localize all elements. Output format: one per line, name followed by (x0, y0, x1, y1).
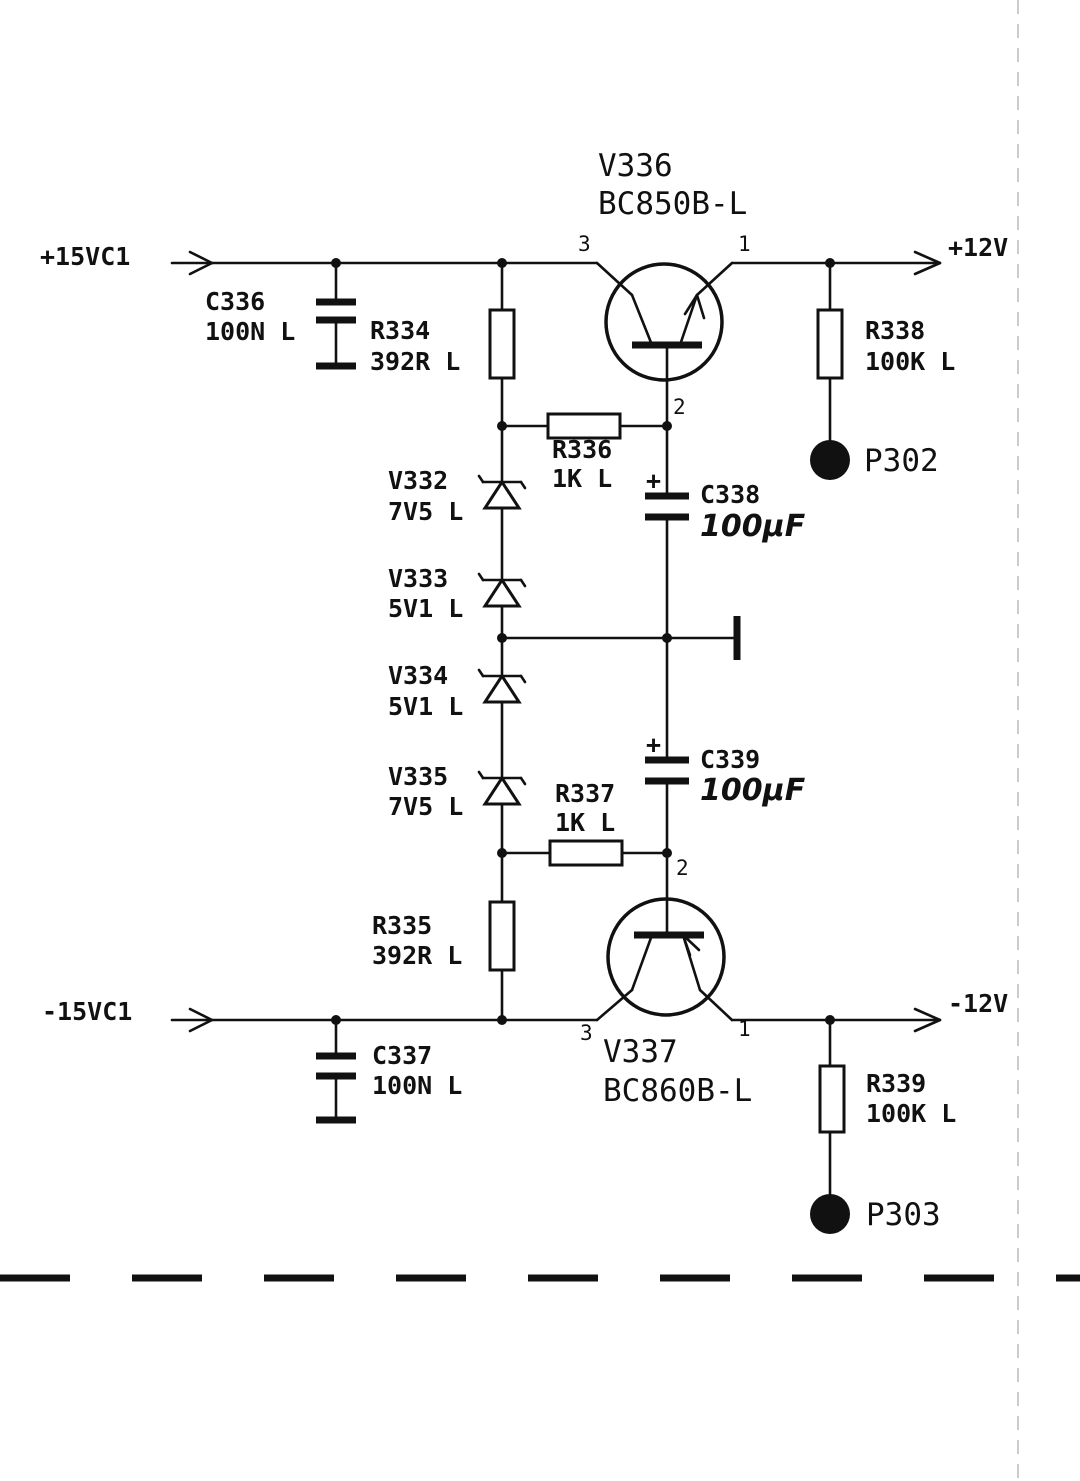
v335-ref: V335 (388, 762, 448, 791)
v337-ref: V337 (603, 1034, 678, 1070)
r336-ref: R336 (552, 435, 612, 464)
v332-ref: V332 (388, 466, 448, 495)
c337-value: 100N L (372, 1071, 462, 1100)
c338-polarity: + (646, 466, 661, 495)
zener-v332 (477, 474, 527, 510)
c336-ref: C336 (205, 287, 265, 316)
v332-value: 7V5 L (388, 497, 463, 526)
resistor-r336 (546, 412, 622, 440)
v336-pin-2: 2 (673, 395, 686, 419)
c338-value: 100µF (700, 509, 806, 544)
capacitor-c339: + (645, 730, 689, 785)
net-label-neg-in: -15VC1 (42, 997, 132, 1026)
c339-ref: C339 (700, 745, 760, 774)
r339-value: 100K L (866, 1099, 956, 1128)
r336-value: 1K L (552, 464, 612, 493)
v337-pin-1: 1 (738, 1017, 751, 1041)
r337-value: 1K L (555, 808, 615, 837)
transistor-v336 (604, 262, 724, 382)
bottom-rail (170, 988, 942, 1033)
transistor-v337 (606, 897, 726, 1017)
v336-ref: V336 (598, 148, 673, 184)
r334-ref: R334 (370, 316, 430, 345)
resistor-r337 (548, 839, 624, 867)
resistor-r338 (816, 308, 844, 380)
c337-ref: C337 (372, 1041, 432, 1070)
v337-pin-3: 3 (580, 1021, 593, 1045)
v336-pin-3: 3 (578, 232, 591, 256)
r338-ref: R338 (865, 316, 925, 345)
resistor-r335 (488, 900, 516, 972)
zener-v334 (477, 668, 527, 704)
c339-polarity: + (646, 730, 661, 759)
r337-ref: R337 (555, 779, 615, 808)
test-point-p303 (810, 1194, 850, 1234)
center-wire (500, 343, 741, 937)
r334-value: 392R L (370, 347, 460, 376)
r338-value: 100K L (865, 347, 955, 376)
r335-ref: R335 (372, 911, 432, 940)
capacitor-c336 (316, 261, 356, 370)
resistor-r337-wire (500, 848, 672, 858)
v337-pin-2: 2 (676, 856, 689, 880)
test-point-p302 (810, 440, 850, 480)
v334-value: 5V1 L (388, 692, 463, 721)
resistor-r338-branch (810, 261, 850, 480)
net-label-pos-out: +12V (948, 233, 1008, 262)
v333-value: 5V1 L (388, 594, 463, 623)
resistor-r334 (488, 308, 516, 380)
v333-ref: V333 (388, 564, 448, 593)
left-chain-wire (497, 261, 507, 1022)
zener-v335 (477, 770, 527, 806)
v334-ref: V334 (388, 661, 448, 690)
c336-value: 100N L (205, 317, 295, 346)
p303-label: P303 (866, 1197, 941, 1233)
resistor-r339-branch (810, 1018, 850, 1234)
v336-part: BC850B-L (598, 186, 747, 222)
r339-ref: R339 (866, 1069, 926, 1098)
net-label-pos-in: +15VC1 (40, 242, 130, 271)
r335-value: 392R L (372, 941, 462, 970)
resistor-r339 (818, 1064, 846, 1134)
capacitor-c337 (316, 1018, 356, 1124)
c339-value: 100µF (700, 773, 806, 808)
capacitor-c338: + (645, 466, 689, 521)
v335-value: 7V5 L (388, 792, 463, 821)
net-label-neg-out: -12V (948, 989, 1008, 1018)
p302-label: P302 (864, 443, 939, 479)
top-rail (170, 250, 942, 297)
zener-v333 (477, 572, 527, 608)
c338-ref: C338 (700, 480, 760, 509)
v336-pin-1: 1 (738, 232, 751, 256)
v337-part: BC860B-L (603, 1073, 752, 1109)
